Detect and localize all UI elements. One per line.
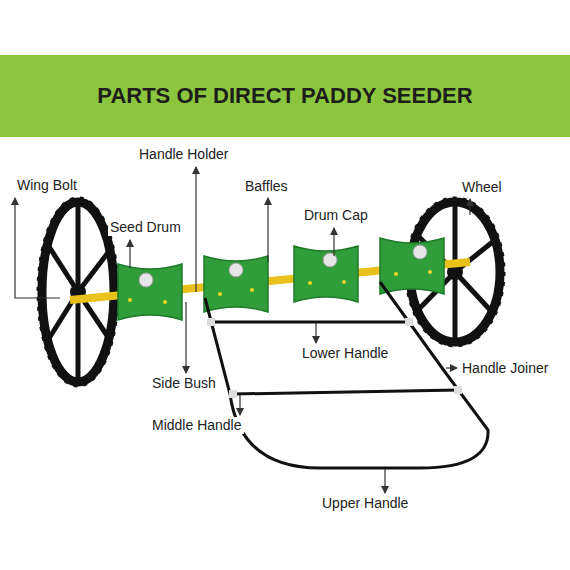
part-label: Side Bush (150, 375, 218, 392)
part-label: Wheel (460, 179, 504, 196)
part-label: Handle Holder (137, 146, 231, 163)
seed-drums (118, 238, 444, 320)
seed-holes (128, 270, 432, 304)
diagram-title: PARTS OF DIRECT PADDY SEEDER (0, 55, 570, 137)
leader-lines (15, 167, 470, 493)
part-label: Wing Bolt (15, 177, 79, 194)
drum-caps (139, 245, 427, 287)
part-label: Seed Drum (108, 219, 183, 236)
left-wheel (38, 198, 118, 386)
part-label: Baffles (243, 178, 290, 195)
part-label: Handle Joiner (460, 360, 550, 377)
part-label: Lower Handle (300, 345, 390, 362)
part-label: Upper Handle (320, 495, 410, 512)
part-label: Drum Cap (302, 207, 370, 224)
handle-joiners (207, 318, 462, 398)
part-label: Middle Handle (150, 417, 244, 434)
handle-frame (205, 282, 488, 468)
